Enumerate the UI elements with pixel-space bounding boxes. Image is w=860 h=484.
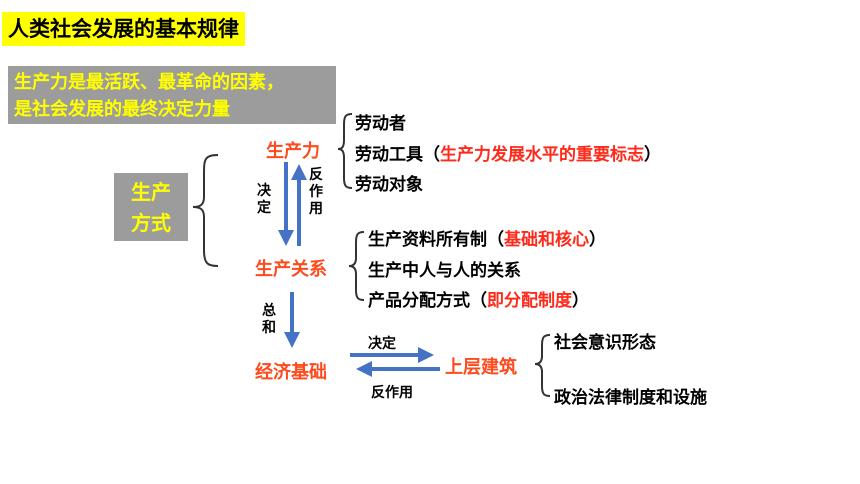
label-decide-vertical: 决定	[257, 183, 271, 216]
rel-item-distribution-prefix: 产品分配方式（	[368, 291, 487, 311]
rel-item-relations: 生产中人与人的关系	[368, 261, 521, 281]
label-react-horizontal: 反作用	[371, 385, 413, 401]
ss-item-ideology: 社会意识形态	[554, 333, 656, 353]
ss-item-institutions: 政治法律制度和设施	[554, 388, 707, 408]
node-economic-base: 经济基础	[255, 362, 327, 383]
brace-mode	[192, 154, 219, 267]
mode-of-production-box: 生产 方式	[114, 173, 188, 241]
rel-item-ownership: 生产资料所有制（基础和核心）	[368, 225, 606, 250]
mode-line-1: 生产	[131, 180, 171, 204]
pf-item-tools: 劳动工具（生产力发展水平的重要标志）	[355, 140, 661, 165]
node-superstructure: 上层建筑	[445, 357, 517, 378]
pf-item-tools-prefix: 劳动工具（	[355, 145, 440, 165]
principle-line-2: 是社会发展的最终决定力量	[14, 99, 230, 120]
brace-superstructure	[534, 334, 551, 397]
node-productive-forces: 生产力	[266, 141, 320, 162]
pf-item-tools-highlight: 生产力发展水平的重要标志	[440, 145, 644, 165]
brace-productive-forces	[337, 113, 353, 189]
rel-item-ownership-highlight: 基础和核心	[504, 230, 589, 250]
label-decide-horizontal: 决定	[368, 336, 396, 352]
rel-item-ownership-suffix: ）	[589, 230, 606, 250]
rel-item-distribution-highlight: 即分配制度	[487, 291, 572, 311]
pf-item-laborers: 劳动者	[355, 114, 406, 134]
node-relations-of-production: 生产关系	[255, 259, 327, 280]
pf-item-tools-suffix: ）	[644, 145, 661, 165]
label-sum-vertical: 总和	[262, 303, 276, 336]
principle-box: 生产力是最活跃、最革命的因素， 是社会发展的最终决定力量	[8, 66, 336, 124]
brace-relations	[348, 231, 365, 301]
mode-line-2: 方式	[131, 211, 171, 235]
principle-line-1: 生产力是最活跃、最革命的因素，	[14, 72, 284, 93]
rel-item-ownership-prefix: 生产资料所有制（	[368, 230, 504, 250]
pf-item-objects: 劳动对象	[355, 175, 423, 195]
rel-item-distribution: 产品分配方式（即分配制度）	[368, 286, 589, 311]
label-react-vertical: 反作用	[309, 167, 323, 217]
rel-item-distribution-suffix: ）	[572, 291, 589, 311]
page-title: 人类社会发展的基本规律	[2, 12, 245, 46]
